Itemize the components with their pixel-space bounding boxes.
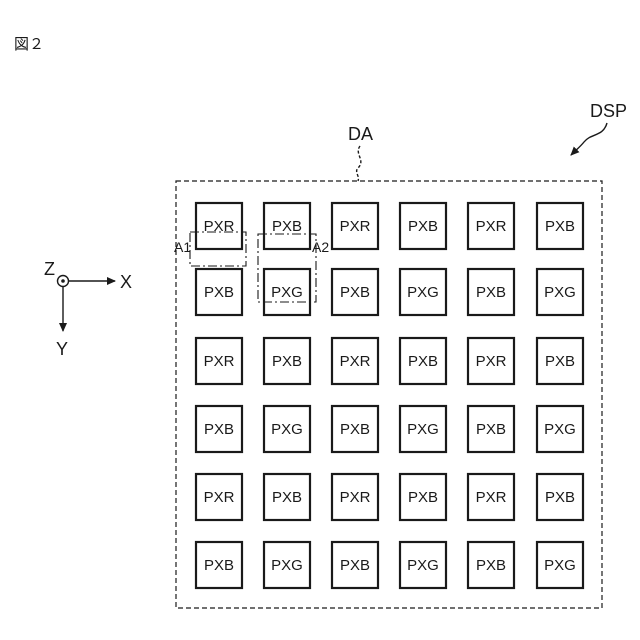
pixel-cell-label: PXB [340, 557, 370, 574]
pixel-cell-pxb: PXB [400, 474, 446, 520]
pixel-cell-pxg: PXG [264, 542, 310, 588]
pixel-cell-label: PXG [271, 284, 303, 301]
pixel-cell-label: PXG [407, 284, 439, 301]
pixel-cell-pxb: PXB [332, 406, 378, 452]
region-a2-label: A2 [312, 239, 329, 255]
pixel-cell-label: PXG [271, 557, 303, 574]
pixel-cell-label: PXR [340, 218, 371, 235]
pixel-cell-label: PXR [340, 489, 371, 506]
x-axis-label: X [120, 272, 132, 292]
pixel-cell-pxb: PXB [400, 338, 446, 384]
display-leader-arrow [571, 123, 607, 155]
pixel-cell-label: PXB [272, 353, 302, 370]
pixel-cell-pxr: PXR [332, 338, 378, 384]
pixel-cell-pxb: PXB [468, 269, 514, 315]
pixel-cell-pxr: PXR [332, 474, 378, 520]
pixel-cell-label: PXG [544, 421, 576, 438]
pixel-cell-label: PXR [476, 489, 507, 506]
pixel-cell-label: PXB [272, 489, 302, 506]
z-axis-label: Z [44, 259, 55, 279]
pixel-cell-pxr: PXR [196, 203, 242, 249]
pixel-cell-label: PXB [545, 489, 575, 506]
pixel-cell-label: PXB [476, 557, 506, 574]
pixel-cell-label: PXG [544, 284, 576, 301]
pixel-cell-label: PXB [408, 353, 438, 370]
pixel-cell-pxg: PXG [264, 269, 310, 315]
pixel-cell-pxb: PXB [468, 542, 514, 588]
pixel-cell-pxr: PXR [468, 203, 514, 249]
pixel-cell-label: PXR [204, 353, 235, 370]
display-area-label: DA [348, 124, 373, 144]
pixel-cell-pxb: PXB [196, 542, 242, 588]
pixel-cell-pxb: PXB [332, 542, 378, 588]
pixel-cell-pxb: PXB [264, 338, 310, 384]
pixel-cell-label: PXR [204, 489, 235, 506]
pixel-cell-label: PXR [340, 353, 371, 370]
pixel-cell-label: PXR [476, 353, 507, 370]
pixel-cell-pxb: PXB [537, 474, 583, 520]
pixel-cell-pxb: PXB [264, 203, 310, 249]
pixel-cell-label: PXG [407, 421, 439, 438]
pixel-cell-pxr: PXR [468, 338, 514, 384]
pixel-cell-pxb: PXB [468, 406, 514, 452]
pixel-cell-label: PXB [204, 557, 234, 574]
pixel-cell-label: PXB [476, 284, 506, 301]
pixel-cell-pxg: PXG [537, 542, 583, 588]
pixel-cell-pxr: PXR [468, 474, 514, 520]
pixel-cell-pxg: PXG [264, 406, 310, 452]
pixel-cell-label: PXB [204, 421, 234, 438]
pixel-cell-pxg: PXG [537, 406, 583, 452]
pixel-cell-pxb: PXB [196, 269, 242, 315]
pixel-cell-label: PXB [545, 353, 575, 370]
pixel-cell-label: PXB [340, 421, 370, 438]
pixel-cell-label: PXB [408, 489, 438, 506]
pixel-cell-pxb: PXB [332, 269, 378, 315]
pixel-cell-label: PXR [476, 218, 507, 235]
display-area-leader [357, 146, 361, 181]
pixel-cell-pxr: PXR [332, 203, 378, 249]
pixel-cell-pxb: PXB [196, 406, 242, 452]
pixel-cell-pxr: PXR [196, 338, 242, 384]
pixel-cell-pxb: PXB [537, 338, 583, 384]
pixel-cell-label: PXG [407, 557, 439, 574]
pixel-cell-pxg: PXG [400, 542, 446, 588]
pixel-grid: PXR PXB PXR PXB PXR PXB PXB PXG PXB PXG PXB PXG PXR P… [196, 203, 583, 588]
pixel-cell-label: PXB [340, 284, 370, 301]
region-a1-label: A1 [174, 239, 191, 255]
pixel-cell-label: PXB [476, 421, 506, 438]
pixel-cell-label: PXB [204, 284, 234, 301]
pixel-cell-pxb: PXB [537, 203, 583, 249]
pixel-cell-pxb: PXB [400, 203, 446, 249]
pixel-cell-label: PXB [272, 218, 302, 235]
figure-title: 図２ [14, 36, 44, 53]
pixel-cell-label: PXG [271, 421, 303, 438]
pixel-cell-label: PXG [544, 557, 576, 574]
pixel-cell-pxg: PXG [400, 269, 446, 315]
y-axis-label: Y [56, 339, 68, 359]
pixel-cell-label: PXB [545, 218, 575, 235]
z-axis-dot [61, 279, 65, 283]
pixel-cell-pxg: PXG [537, 269, 583, 315]
pixel-cell-pxr: PXR [196, 474, 242, 520]
coordinate-axes: Z X Y [44, 259, 132, 359]
display-label: DSP [590, 101, 627, 121]
pixel-cell-label: PXB [408, 218, 438, 235]
pixel-cell-pxg: PXG [400, 406, 446, 452]
pixel-cell-pxb: PXB [264, 474, 310, 520]
